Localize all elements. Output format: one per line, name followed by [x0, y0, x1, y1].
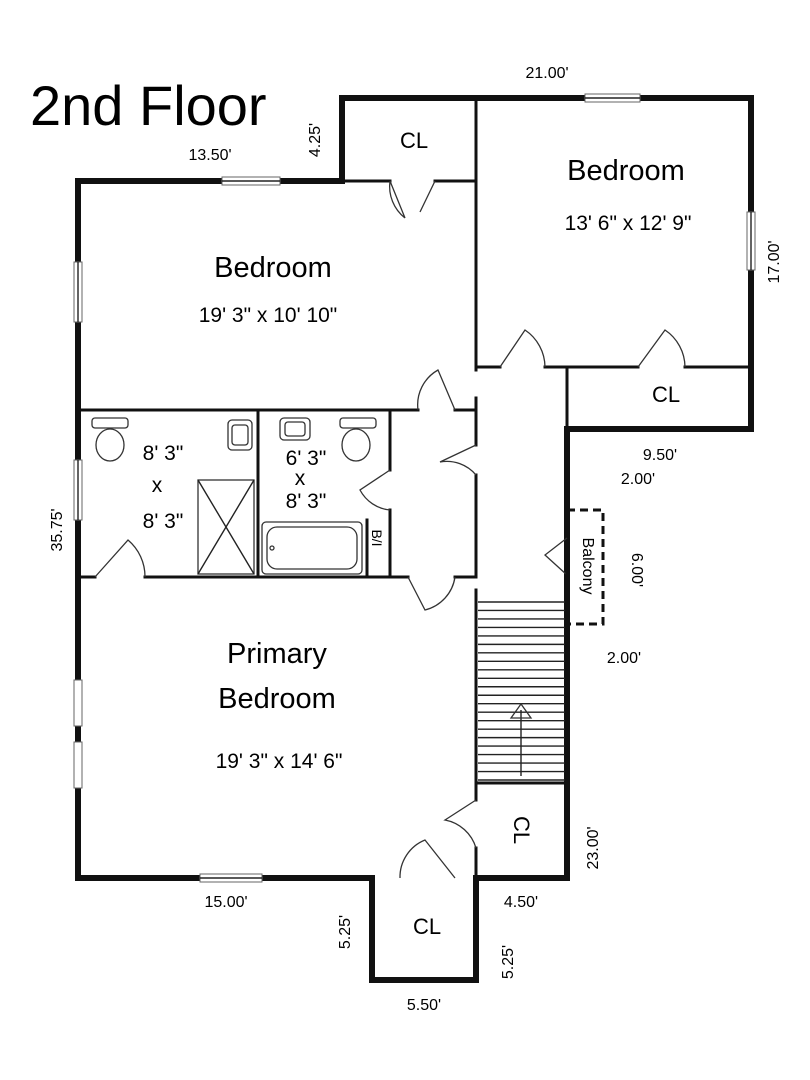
dim-right-side: 17.00'	[766, 240, 783, 283]
built-in-label: B/I	[369, 529, 385, 546]
toilet-tank-left	[91, 417, 129, 429]
bedroom-left-size: 19' 3" x 10' 10"	[199, 304, 338, 327]
bath-right-dim-3: 8' 3"	[286, 490, 327, 513]
balcony-outline	[565, 508, 605, 626]
primary-bedroom-label-2: Bedroom	[218, 683, 336, 715]
dim-left-side: 35.75'	[49, 508, 66, 551]
closet-stair-label: CL	[509, 816, 534, 844]
bedroom-left-label: Bedroom	[214, 252, 332, 284]
bath-fixtures	[91, 417, 377, 575]
bedroom-right-label: Bedroom	[567, 155, 685, 187]
dim-left-top: 13.50'	[188, 147, 231, 164]
bath-left-dim-1: 8' 3"	[143, 442, 184, 465]
dim-balcony-depth: 6.00'	[628, 553, 645, 587]
toilet-bowl-right	[341, 428, 371, 462]
dim-notch: 4.25'	[307, 123, 324, 157]
toilet-bowl-left	[95, 428, 125, 462]
dim-bottom-step: 4.50'	[504, 894, 538, 911]
dim-closet-left: 5.25'	[337, 915, 354, 949]
bath-left-dim-2: x	[152, 474, 163, 497]
interior-walls	[76, 96, 753, 880]
primary-bedroom-label-1: Primary	[227, 638, 327, 670]
closet-right-label: CL	[652, 382, 680, 407]
stair-arrow-head	[509, 702, 533, 719]
dim-closet-width: 5.50'	[407, 997, 441, 1014]
closet-top-label: CL	[400, 128, 428, 153]
floor-title: 2nd Floor	[30, 74, 267, 137]
bath-left-dim-3: 8' 3"	[143, 510, 184, 533]
bedroom-right-size: 13' 6" x 12' 9"	[565, 212, 692, 235]
dim-step: 9.50'	[643, 447, 677, 464]
windows	[73, 93, 756, 883]
dim-bottom-left: 15.00'	[204, 894, 247, 911]
dim-balcony-bottom: 2.00'	[607, 650, 641, 667]
closet-bottom-label: CL	[413, 914, 441, 939]
bath-right-dim-2: x	[295, 467, 306, 490]
primary-bedroom-size: 19' 3" x 14' 6"	[216, 750, 343, 773]
doors	[94, 180, 686, 879]
balcony-label: Balcony	[579, 538, 596, 595]
dim-balcony-top: 2.00'	[621, 471, 655, 488]
dim-closet-right: 5.25'	[500, 945, 517, 979]
dim-top-width: 21.00'	[525, 65, 568, 82]
toilet-tank-right	[339, 417, 377, 429]
dim-stair-side: 23.00'	[585, 826, 602, 869]
bath-right-dim-1: 6' 3"	[286, 447, 327, 470]
